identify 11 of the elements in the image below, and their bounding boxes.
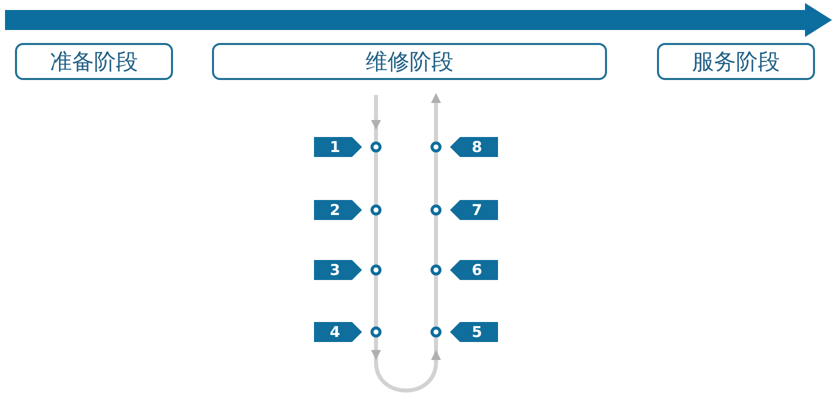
number-tag: 8 [450, 137, 498, 157]
stage-box: 维修阶段 [212, 43, 607, 80]
stage-box: 准备阶段 [15, 43, 173, 80]
number-tag: 6 [450, 260, 498, 280]
number-tag: 1 [314, 137, 362, 157]
number-tag: 5 [450, 322, 498, 342]
number-tag: 3 [314, 260, 362, 280]
number-tag: 7 [450, 200, 498, 220]
number-tag: 4 [314, 322, 362, 342]
number-tag: 2 [314, 200, 362, 220]
stage-box: 服务阶段 [657, 43, 815, 80]
